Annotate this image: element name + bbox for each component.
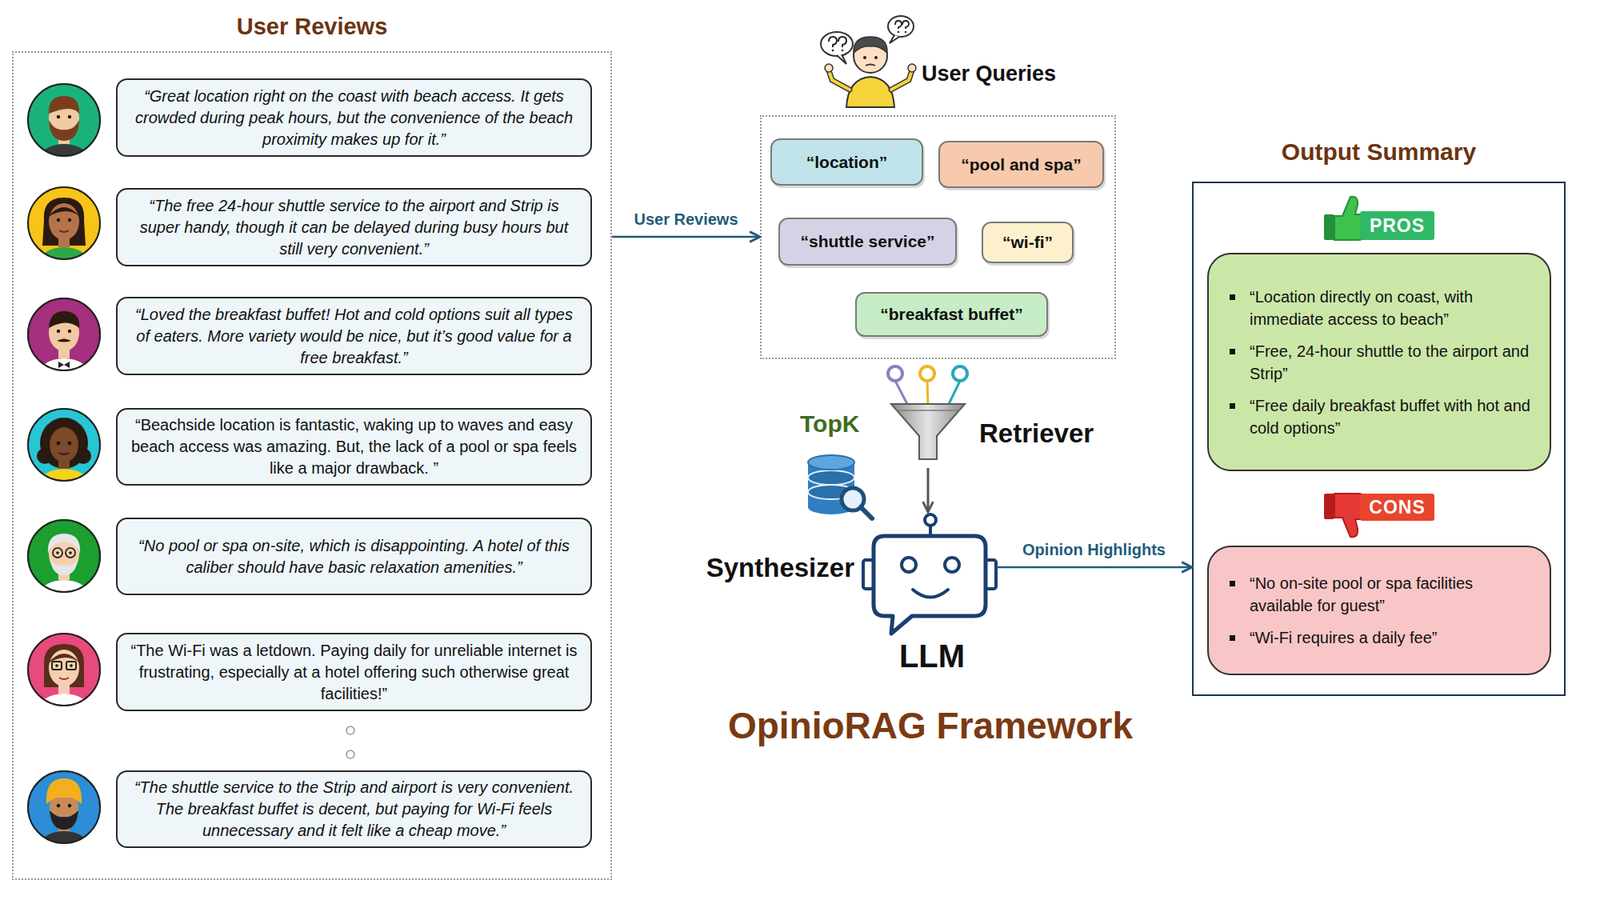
review-text: “The free 24-hour shuttle service to the… — [130, 195, 578, 260]
connector-arrow — [927, 468, 930, 512]
review-box: “Beachside location is fantastic, waking… — [116, 408, 592, 486]
retriever-node: Retriever — [880, 364, 1112, 468]
ellipsis-dot — [346, 750, 355, 759]
avatar — [27, 632, 101, 732]
llm-node: SynthesizerLLM — [868, 512, 996, 676]
highlight-text: “No on-site pool or spa facilities avail… — [1249, 572, 1534, 617]
panel-heading: Output Summary — [1192, 138, 1566, 166]
highlight-list: “No on-site pool or spa facilities avail… — [1207, 545, 1552, 676]
review-panel: User Reviews “Great location right on the… — [12, 11, 612, 880]
icon-label: TopK — [800, 410, 860, 438]
review-text: “Beachside location is fantastic, waking… — [130, 414, 578, 480]
highlight-text: “Free, 24-hour shuttle to the airport an… — [1249, 340, 1534, 385]
query-panel: User Queries “location” “pool and spa” “shu… — [760, 48, 1116, 360]
query-pill: “location” — [770, 138, 924, 186]
llm-robot — [863, 514, 996, 634]
avatar — [27, 408, 101, 508]
avatar — [27, 519, 101, 619]
review-box: “No pool or spa on-site, which is disapp… — [116, 517, 592, 596]
diagram-title: OpinioRAG Framework — [608, 704, 1253, 748]
highlight-list: “Location directly on coast, with immedi… — [1207, 252, 1552, 472]
badge-text: PROS — [1369, 215, 1425, 237]
review-box: “The free 24-hour shuttle service to the… — [116, 188, 592, 267]
query-pill: “shuttle service” — [778, 217, 957, 266]
review-box: “The Wi-Fi was a letdown. Paying daily f… — [116, 632, 592, 712]
bullet-row: “Location directly on coast, with immedi… — [1229, 285, 1534, 331]
bullet-row: “Free daily breakfast buffet with hot an… — [1229, 394, 1534, 440]
review-box: “The shuttle service to the Strip and ai… — [116, 770, 592, 848]
bullet-square — [1229, 348, 1236, 355]
review-text: “The Wi-Fi was a letdown. Paying daily f… — [130, 640, 578, 705]
avatar — [27, 83, 101, 183]
bullet-row: “Free, 24-hour shuttle to the airport an… — [1229, 340, 1534, 385]
review-text: “The shuttle service to the Strip and ai… — [130, 776, 578, 842]
avatar — [27, 297, 101, 397]
query-pill: “breakfast buffet” — [855, 292, 1048, 337]
bullet-square — [1229, 635, 1236, 641]
review-text: “Loved the breakfast buffet! Hot and col… — [130, 304, 578, 369]
synthesizer-label: Synthesizer — [682, 552, 855, 584]
connector-arrow — [612, 236, 760, 239]
retriever-label: Retriever — [979, 418, 1094, 449]
bullet-row: “Wi-Fi requires a daily fee” — [1229, 626, 1534, 649]
confused-user-icon — [820, 16, 916, 108]
bullet-square — [1229, 403, 1236, 409]
review-text: “Great location right on the coast with … — [130, 85, 578, 151]
llm-label: LLM — [868, 638, 996, 675]
panel-heading: User Queries — [921, 61, 1056, 87]
panel-heading: User Reviews — [12, 13, 612, 40]
edge-label: User Reviews — [590, 210, 783, 229]
query-text: “pool and spa” — [960, 155, 1082, 175]
badge-label: CONS — [1360, 493, 1435, 521]
query-text: “shuttle service” — [800, 232, 935, 252]
ellipsis-dot — [346, 726, 355, 735]
bullet-square — [1229, 294, 1236, 300]
badge-label: PROS — [1360, 211, 1435, 240]
review-text: “No pool or spa on-site, which is disapp… — [130, 535, 578, 579]
query-text: “breakfast buffet” — [880, 304, 1024, 324]
badge-text: CONS — [1368, 496, 1425, 519]
query-pill: “pool and spa” — [938, 140, 1104, 188]
retriever-funnel — [888, 366, 968, 460]
query-text: “wi-fi” — [1002, 232, 1053, 252]
database-icon — [808, 455, 872, 519]
bullet-square — [1229, 580, 1236, 587]
query-text: “location” — [806, 152, 888, 172]
bullet-row: “No on-site pool or spa facilities avail… — [1229, 572, 1534, 617]
highlight-text: “Free daily breakfast buffet with hot an… — [1249, 394, 1534, 440]
review-box: “Loved the breakfast buffet! Hot and col… — [116, 296, 592, 376]
avatar — [27, 770, 101, 870]
avatar — [27, 186, 101, 286]
connector-arrow — [996, 566, 1192, 569]
query-pill: “wi-fi” — [981, 221, 1074, 264]
highlight-text: “Location directly on coast, with immedi… — [1249, 285, 1534, 331]
summary-panel: Output SummaryPROS “Location directly on … — [1192, 132, 1566, 696]
edge-label: Opinion Highlights — [998, 540, 1191, 560]
review-box: “Great location right on the coast with … — [116, 78, 592, 157]
highlight-text: “Wi-Fi requires a daily fee” — [1249, 626, 1438, 649]
